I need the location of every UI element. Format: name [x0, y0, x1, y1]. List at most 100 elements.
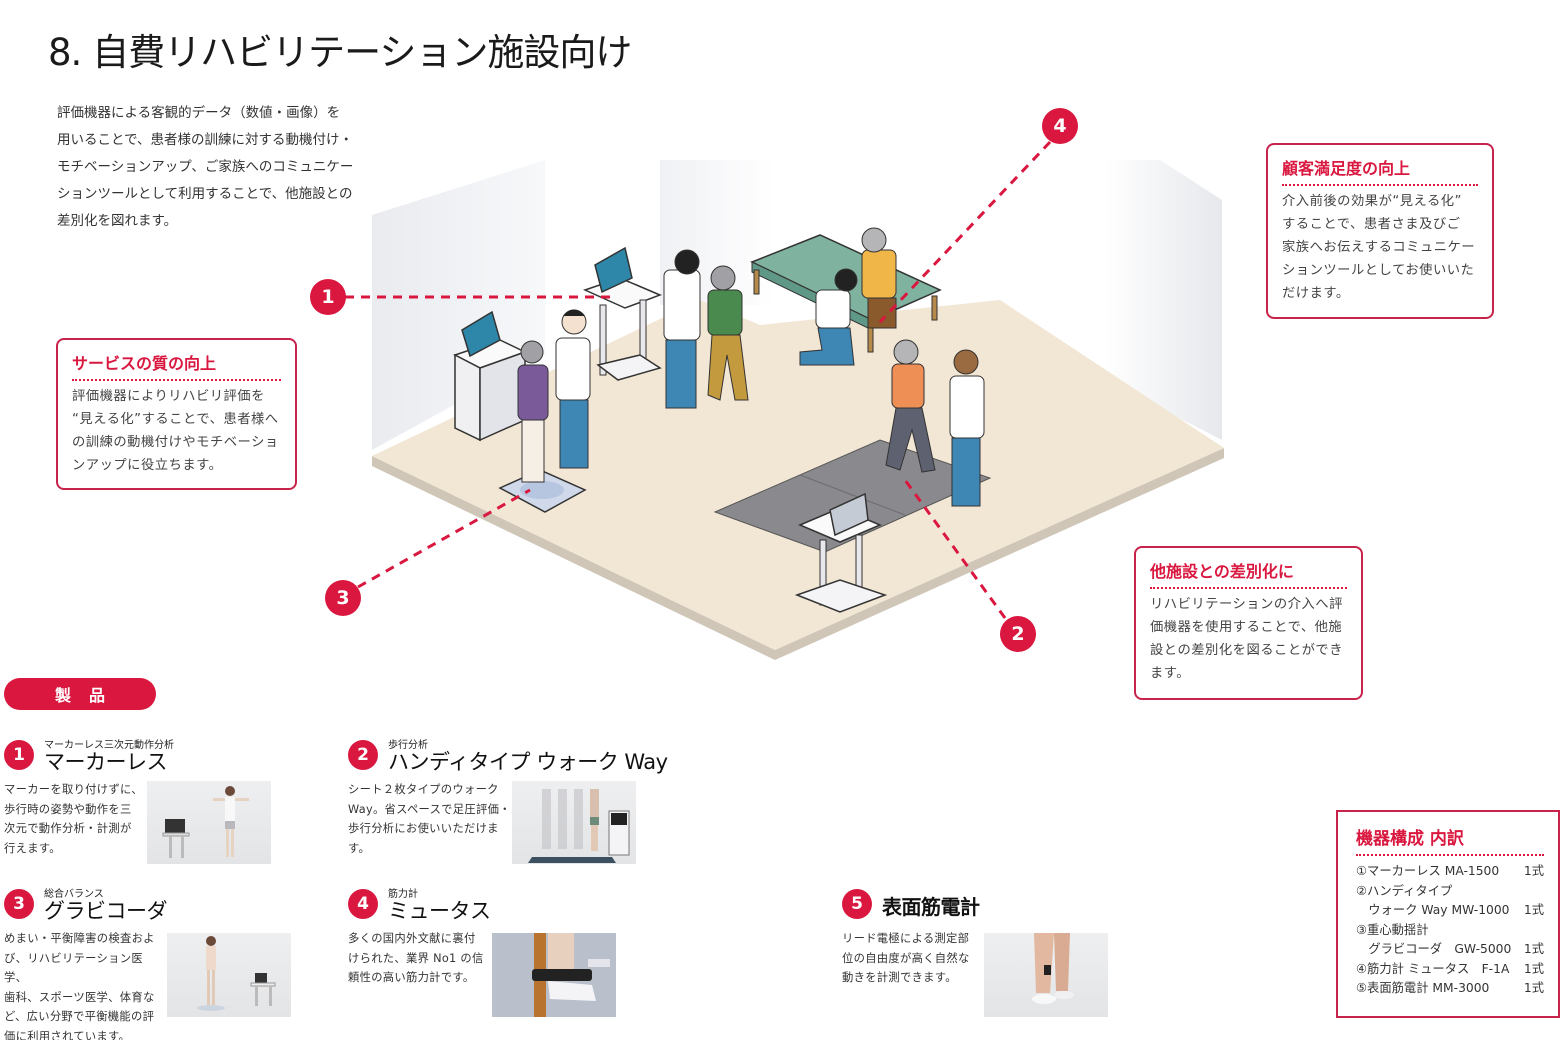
callout-title: サービスの質の向上	[72, 350, 281, 381]
laptop-screen	[461, 310, 501, 358]
patient-seated	[861, 227, 897, 329]
callout-title: 他施設との差別化に	[1150, 558, 1347, 589]
patient-purple	[517, 340, 549, 483]
config-item-qty: 1式	[1523, 961, 1544, 976]
marker-4: 4	[1042, 108, 1078, 144]
callout-line: ます。	[1150, 666, 1191, 681]
callout-line: 価機器を使用することで、他施	[1150, 620, 1343, 635]
callout-line: することで、患者さま及びご	[1282, 217, 1461, 232]
desc-line: Way。省スペースで足圧評価・	[348, 802, 511, 816]
desc-line: び、リハビリテーション医学、	[4, 951, 143, 985]
product-photo-emg	[984, 933, 1108, 1017]
config-title: 機器構成 内訳	[1356, 824, 1544, 856]
intro-line: モチベーションアップ、ご家族へのコミュニケー	[57, 159, 354, 175]
marker-3: 3	[325, 580, 361, 616]
product-description: リード電極による測定部 位の自由度が高く自然な 動きを計測できます。	[842, 929, 982, 988]
intro-line: 差別化を図れます。	[57, 213, 178, 229]
callout-line: 評価機器によりリハビリ評価を	[72, 389, 265, 404]
config-row: ③重心動揺計	[1356, 921, 1544, 941]
config-item-name: ③重心動揺計	[1356, 922, 1429, 937]
desc-line: マーカーを取り付けずに、	[4, 783, 143, 796]
callout-line: ンアップに役立ちます。	[72, 458, 223, 473]
product-number-badge: 3	[4, 889, 34, 919]
marker-2: 2	[1000, 616, 1036, 652]
desc-line: 位の自由度が高く自然な	[842, 951, 970, 965]
desc-line: 歩行時の姿勢や動作を三	[4, 802, 132, 816]
marker-1: 1	[310, 279, 346, 315]
product-mutas: 4 筋力計 ミュータス 多くの国内外文献に裏付 けられた、業界 No1 の信 頼…	[348, 885, 638, 1025]
therapist-1	[555, 309, 591, 469]
callout-body: 介入前後の効果が“見える化” することで、患者さま及びご 家族へお伝えするコミュ…	[1282, 190, 1478, 305]
desc-line: 多くの国内外文献に裏付	[348, 932, 476, 945]
product-walk-way: 2 歩行分析 ハンディタイプ ウォーク Way シート２枚タイプのウォーク Wa…	[348, 736, 668, 866]
page-title: 8. 自費リハビリテーション施設向け	[48, 31, 632, 74]
callout-line: リハビリテーションの介入へ評	[1150, 597, 1343, 612]
desc-line: 動きを計測できます。	[842, 971, 957, 984]
laptop-screen	[594, 246, 633, 294]
product-markerless: 1 マーカーレス三次元動作分析 マーカーレス マーカーを取り付けずに、 歩行時の…	[4, 736, 294, 866]
walk-way-cart	[794, 492, 888, 613]
product-number-badge: 4	[348, 889, 378, 919]
desc-line: 歯科、スポーツ医学、体育な	[4, 990, 155, 1004]
callout-line: の訓練の動機付けやモチベーショ	[72, 435, 279, 450]
product-description: めまい・平衡障害の検査およ び、リハビリテーション医学、 歯科、スポーツ医学、体…	[4, 929, 164, 1040]
config-item-name: ②ハンディタイプ	[1356, 883, 1453, 898]
product-name: マーカーレス	[44, 750, 168, 774]
product-photo-mutas	[492, 933, 616, 1017]
config-row: ②ハンディタイプ	[1356, 882, 1544, 902]
config-item-qty: 1式	[1523, 903, 1544, 917]
product-category: 筋力計	[388, 889, 418, 900]
product-description: シート２枚タイプのウォーク Way。省スペースで足圧評価・ 歩行分析にお使いいた…	[348, 780, 513, 858]
config-item-qty: 1式	[1523, 942, 1544, 956]
patient-orange	[885, 339, 936, 473]
product-name: ハンディタイプ ウォーク Way	[388, 750, 668, 774]
callout-line: ションツールとしてお使いいた	[1282, 263, 1475, 278]
product-category: 総合バランス	[44, 889, 104, 900]
callout-body: リハビリテーションの介入へ評 価機器を使用することで、他施 設との差別化を図るこ…	[1150, 593, 1347, 685]
callout-differentiation: 他施設との差別化に リハビリテーションの介入へ評 価機器を使用することで、他施 …	[1134, 546, 1363, 700]
desc-line: 価に利用されています。	[4, 1029, 131, 1040]
config-row: ウォーク Way MW-1000 1式	[1356, 901, 1544, 921]
people	[517, 227, 985, 507]
intro-line: 評価機器による客観的データ（数値・画像）を	[57, 105, 341, 121]
desc-line: リード電極による測定部	[842, 932, 970, 945]
laptop-screen	[829, 492, 869, 537]
product-photo-markerless	[147, 781, 271, 864]
desc-line: けられた、業界 No1 の信	[348, 951, 484, 965]
config-item-qty: 1式	[1523, 864, 1544, 878]
patient-green	[707, 265, 749, 401]
config-item-name: ④筋力計 ミュータス F-1A	[1356, 961, 1510, 976]
product-description: マーカーを取り付けずに、 歩行時の姿勢や動作を三 次元で動作分析・計測が 行えま…	[4, 780, 144, 858]
leader-line-3	[357, 488, 531, 589]
product-category: マーカーレス三次元動作分析	[44, 740, 174, 751]
config-item-name: グラビコーダ GW-5000	[1356, 942, 1512, 956]
product-name: ミュータス	[388, 899, 491, 923]
desc-line: シート２枚タイプのウォーク	[348, 783, 499, 796]
callout-line: 設との差別化を図ることができ	[1150, 643, 1344, 658]
config-item-name: ウォーク Way MW-1000	[1356, 903, 1510, 917]
leader-lines	[345, 140, 1052, 619]
intro-text: 評価機器による客観的データ（数値・画像）を 用いることで、患者様の訓練に対する動…	[57, 100, 367, 235]
desc-line: 次元で動作分析・計測が	[4, 822, 132, 835]
product-category: 歩行分析	[388, 740, 428, 751]
config-item-qty: 1式	[1523, 981, 1544, 995]
intro-line: 用いることで、患者様の訓練に対する動機付け・	[57, 132, 354, 148]
desc-line: す。	[348, 841, 371, 855]
product-photo-walk-way	[512, 781, 636, 864]
desc-line: ど、広い分野で平衡機能の評	[4, 1010, 155, 1023]
callout-line: だけます。	[1282, 286, 1350, 301]
desc-line: めまい・平衡障害の検査およ	[4, 932, 155, 945]
desc-line: 頼性の高い筋力計です。	[348, 971, 475, 984]
callout-line: 家族へお伝えするコミュニケー	[1282, 240, 1476, 255]
cart-with-laptop	[582, 246, 663, 381]
callout-line: “見える化”することで、患者様へ	[72, 412, 279, 427]
callout-body: 評価機器によりリハビリ評価を “見える化”することで、患者様へ の訓練の動機付け…	[72, 385, 281, 477]
right-wall	[1105, 160, 1222, 440]
therapist-kneeling	[799, 268, 858, 366]
products-section-label: 製品	[4, 678, 156, 710]
product-photo-gravicorder	[167, 933, 291, 1017]
callout-title: 顧客満足度の向上	[1282, 155, 1478, 186]
